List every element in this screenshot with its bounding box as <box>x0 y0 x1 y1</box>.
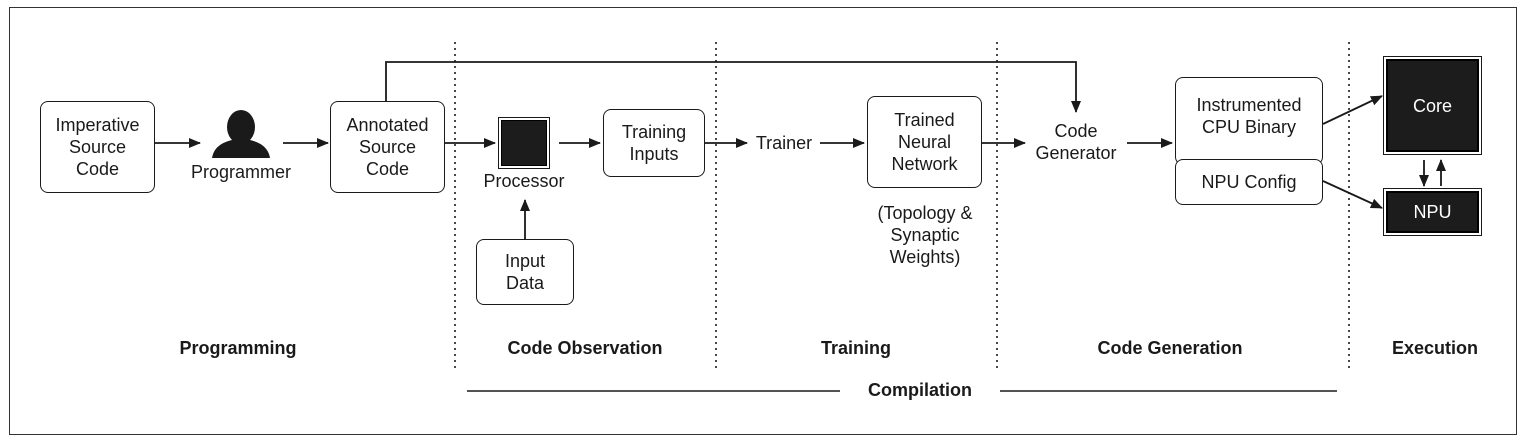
arrow-binary-to-core <box>1322 95 1383 125</box>
core-box: Core <box>1383 56 1482 155</box>
npu-box: NPU <box>1383 188 1482 236</box>
phase-title-compilation: Compilation <box>840 380 1000 401</box>
annotated-source-code-box: Annotated Source Code <box>330 101 445 193</box>
person-silhouette-icon <box>212 110 270 158</box>
training-inputs-box: Training Inputs <box>603 109 705 177</box>
input-data-box: Input Data <box>476 239 574 305</box>
phase-title-execution: Execution <box>1391 338 1479 358</box>
instrumented-cpu-binary-box: Instrumented CPU Binary <box>1175 77 1323 165</box>
arrow-annotated-to-code-generator <box>385 61 1081 113</box>
phase-title-code-generation: Code Generation <box>1097 338 1243 358</box>
code-generator-label: Code Generator <box>1035 121 1117 163</box>
topology-weights-note: (Topology & Synaptic Weights) <box>877 203 973 267</box>
programmer-label: Programmer <box>190 162 292 182</box>
processor-chip <box>498 117 550 169</box>
phase-title-programming: Programming <box>179 338 297 358</box>
imperative-source-code-box: Imperative Source Code <box>40 101 155 193</box>
phase-title-code-observation: Code Observation <box>507 338 663 358</box>
phase-title-training: Training <box>820 338 891 358</box>
npu-config-box: NPU Config <box>1175 159 1323 205</box>
trained-neural-network-box: Trained Neural Network <box>867 96 982 188</box>
phase-dividers <box>454 42 1350 368</box>
trainer-label: Trainer <box>755 133 813 153</box>
diagram-frame <box>9 7 1517 435</box>
processor-label: Processor <box>483 171 565 191</box>
arrow-config-to-npu <box>1322 180 1383 209</box>
